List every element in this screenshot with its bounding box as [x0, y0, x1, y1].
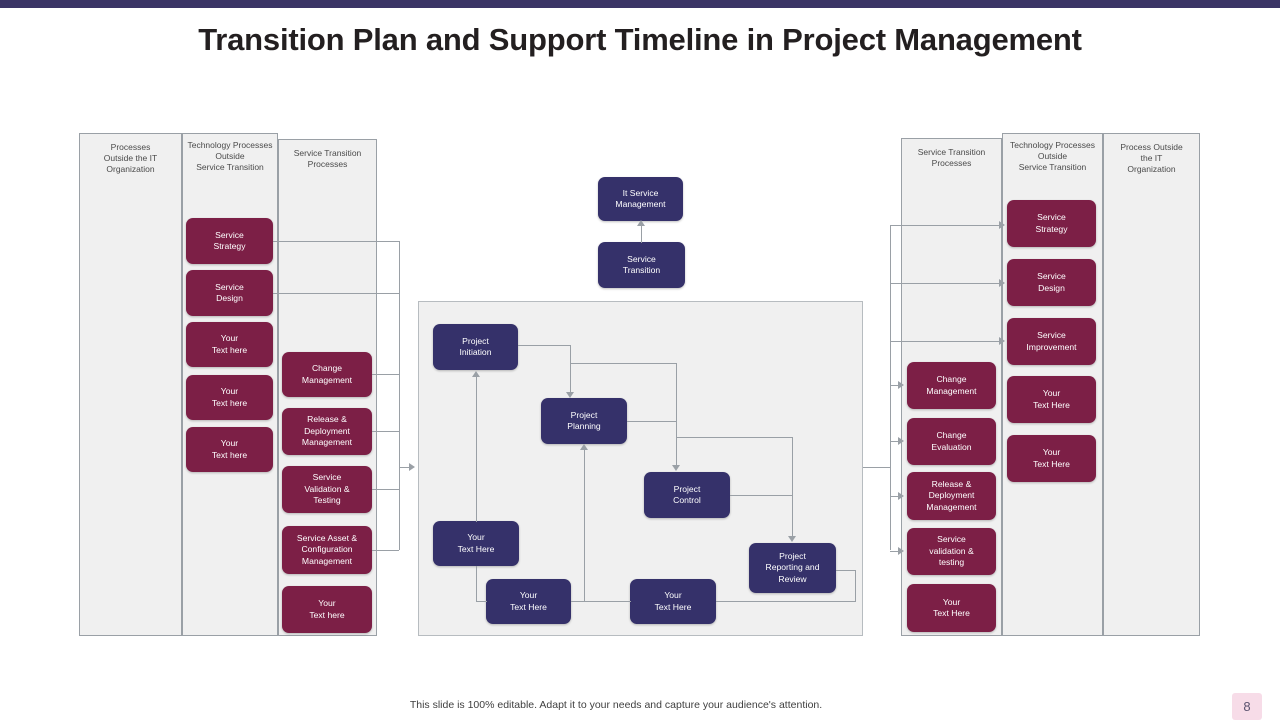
node-center-your-text-here-1[interactable]: Your Text Here	[433, 521, 519, 566]
node-left-service-asset-configuration-management[interactable]: Service Asset & Configuration Management	[282, 526, 372, 574]
node-left-service-design[interactable]: Service Design	[186, 270, 273, 316]
connector-left-trunk	[399, 241, 400, 550]
panel-left-technology-processes-title: Technology Processes Outside Service Tra…	[187, 140, 273, 172]
connector-right-tech-h2	[890, 283, 1002, 284]
connector-reporting-loop-h1	[836, 570, 856, 571]
editable-note: This slide is 100% editable. Adapt it to…	[409, 699, 823, 711]
top-accent-bar	[0, 0, 1280, 8]
arrow-right-into-service-improvement	[999, 337, 1005, 345]
node-left-service-strategy[interactable]: Service Strategy	[186, 218, 273, 264]
connector-right-st-h3	[890, 496, 900, 497]
connector-left-h-4	[372, 431, 399, 432]
connector-right-trunk	[890, 225, 891, 550]
node-left-your-text-here-2[interactable]: Your Text here	[186, 375, 273, 420]
arrow-up-to-project-planning	[580, 444, 588, 450]
connector-control-right	[730, 495, 792, 496]
arrow-right-into-service-strategy	[999, 221, 1005, 229]
connector-initiation-to-control-h	[570, 363, 676, 364]
page-number-badge: 8	[1232, 693, 1262, 720]
connector-textbox1-to-initiation	[476, 377, 477, 522]
connector-left-h-3	[372, 374, 399, 375]
connector-center-to-right	[863, 467, 890, 468]
panel-left-processes-outside-it-title: Processes Outside the IT Organization	[103, 142, 158, 174]
node-project-initiation[interactable]: Project Initiation	[433, 324, 518, 370]
connector-right-st-h2	[890, 441, 900, 442]
arrow-left-into-center	[409, 463, 415, 471]
node-left-change-management[interactable]: Change Management	[282, 352, 372, 397]
node-project-control[interactable]: Project Control	[644, 472, 730, 518]
connector-bottom-to-planning-v	[584, 450, 585, 602]
connector-right-tech-h3	[890, 341, 1002, 342]
connector-bottom2-left	[476, 601, 487, 602]
node-right-change-evaluation[interactable]: Change Evaluation	[907, 418, 996, 465]
panel-right-process-outside-it: Process Outside the IT Organization	[1103, 133, 1200, 636]
node-right-your-text-here-3[interactable]: Your Text Here	[1007, 435, 1096, 482]
arrow-right-into-change-evaluation	[898, 437, 904, 445]
node-right-service-strategy[interactable]: Service Strategy	[1007, 200, 1096, 247]
connector-left-h-2	[273, 293, 399, 294]
node-left-your-text-here-1[interactable]: Your Text here	[186, 322, 273, 367]
connector-initiation-down	[570, 345, 571, 393]
node-right-release-deployment-management[interactable]: Release & Deployment Management	[907, 472, 996, 520]
node-center-your-text-here-2[interactable]: Your Text Here	[486, 579, 571, 624]
node-right-change-management[interactable]: Change Management	[907, 362, 996, 409]
panel-right-service-transition-processes-title: Service Transition Processes	[917, 147, 986, 168]
arrow-into-project-reporting	[788, 536, 796, 542]
connector-left-to-center	[399, 467, 411, 468]
arrow-right-into-release-deployment	[898, 492, 904, 500]
node-left-your-text-here-3[interactable]: Your Text here	[186, 427, 273, 472]
node-it-service-management[interactable]: It Service Management	[598, 177, 683, 221]
panel-left-service-transition-processes-title: Service Transition Processes	[293, 148, 362, 169]
connector-planning-right	[627, 421, 676, 422]
arrow-right-into-service-validation	[898, 547, 904, 555]
node-right-service-validation-testing[interactable]: Service validation & testing	[907, 528, 996, 575]
connector-right-st-h1	[890, 385, 900, 386]
connector-control-to-reporting-v	[792, 437, 793, 537]
node-right-your-text-here-2[interactable]: Your Text Here	[1007, 376, 1096, 423]
connector-left-h-1	[273, 241, 399, 242]
arrow-into-project-planning	[566, 392, 574, 398]
panel-right-technology-processes-title: Technology Processes Outside Service Tra…	[1009, 140, 1096, 172]
page-title: Transition Plan and Support Timeline in …	[198, 22, 1082, 57]
connector-initiation-to-control-v	[676, 363, 677, 466]
connector-bottom2-up	[476, 566, 477, 602]
arrow-up-to-project-initiation	[472, 371, 480, 377]
connector-right-tech-h1	[890, 225, 1002, 226]
connector-right-st-h4	[890, 551, 900, 552]
node-left-your-text-here-4[interactable]: Your Text here	[282, 586, 372, 633]
connector-reporting-loop-v	[855, 570, 856, 601]
connector-control-to-reporting-h	[676, 437, 792, 438]
connector-bottom3-left	[571, 601, 631, 602]
connector-initiation-right	[518, 345, 570, 346]
node-service-transition[interactable]: Service Transition	[598, 242, 685, 288]
node-left-release-deployment-management[interactable]: Release & Deployment Management	[282, 408, 372, 455]
connector-left-h-6	[372, 550, 399, 551]
node-center-your-text-here-3[interactable]: Your Text Here	[630, 579, 716, 624]
arrow-into-project-control	[672, 465, 680, 471]
connector-reporting-loop-h2	[716, 601, 856, 602]
node-right-service-improvement[interactable]: Service Improvement	[1007, 318, 1096, 365]
node-left-service-validation-testing[interactable]: Service Validation & Testing	[282, 466, 372, 513]
panel-left-processes-outside-it: Processes Outside the IT Organization	[79, 133, 182, 636]
panel-right-process-outside-it-title: Process Outside the IT Organization	[1120, 142, 1183, 174]
connector-left-h-5	[372, 489, 399, 490]
arrow-right-into-service-design	[999, 279, 1005, 287]
connector-service-transition-to-itsm	[641, 226, 642, 243]
node-right-your-text-here-1[interactable]: Your Text Here	[907, 584, 996, 632]
arrow-right-into-change-management	[898, 381, 904, 389]
node-project-reporting-and-review[interactable]: Project Reporting and Review	[749, 543, 836, 593]
node-right-service-design[interactable]: Service Design	[1007, 259, 1096, 306]
node-project-planning[interactable]: Project Planning	[541, 398, 627, 444]
arrow-up-to-itsm	[637, 220, 645, 226]
